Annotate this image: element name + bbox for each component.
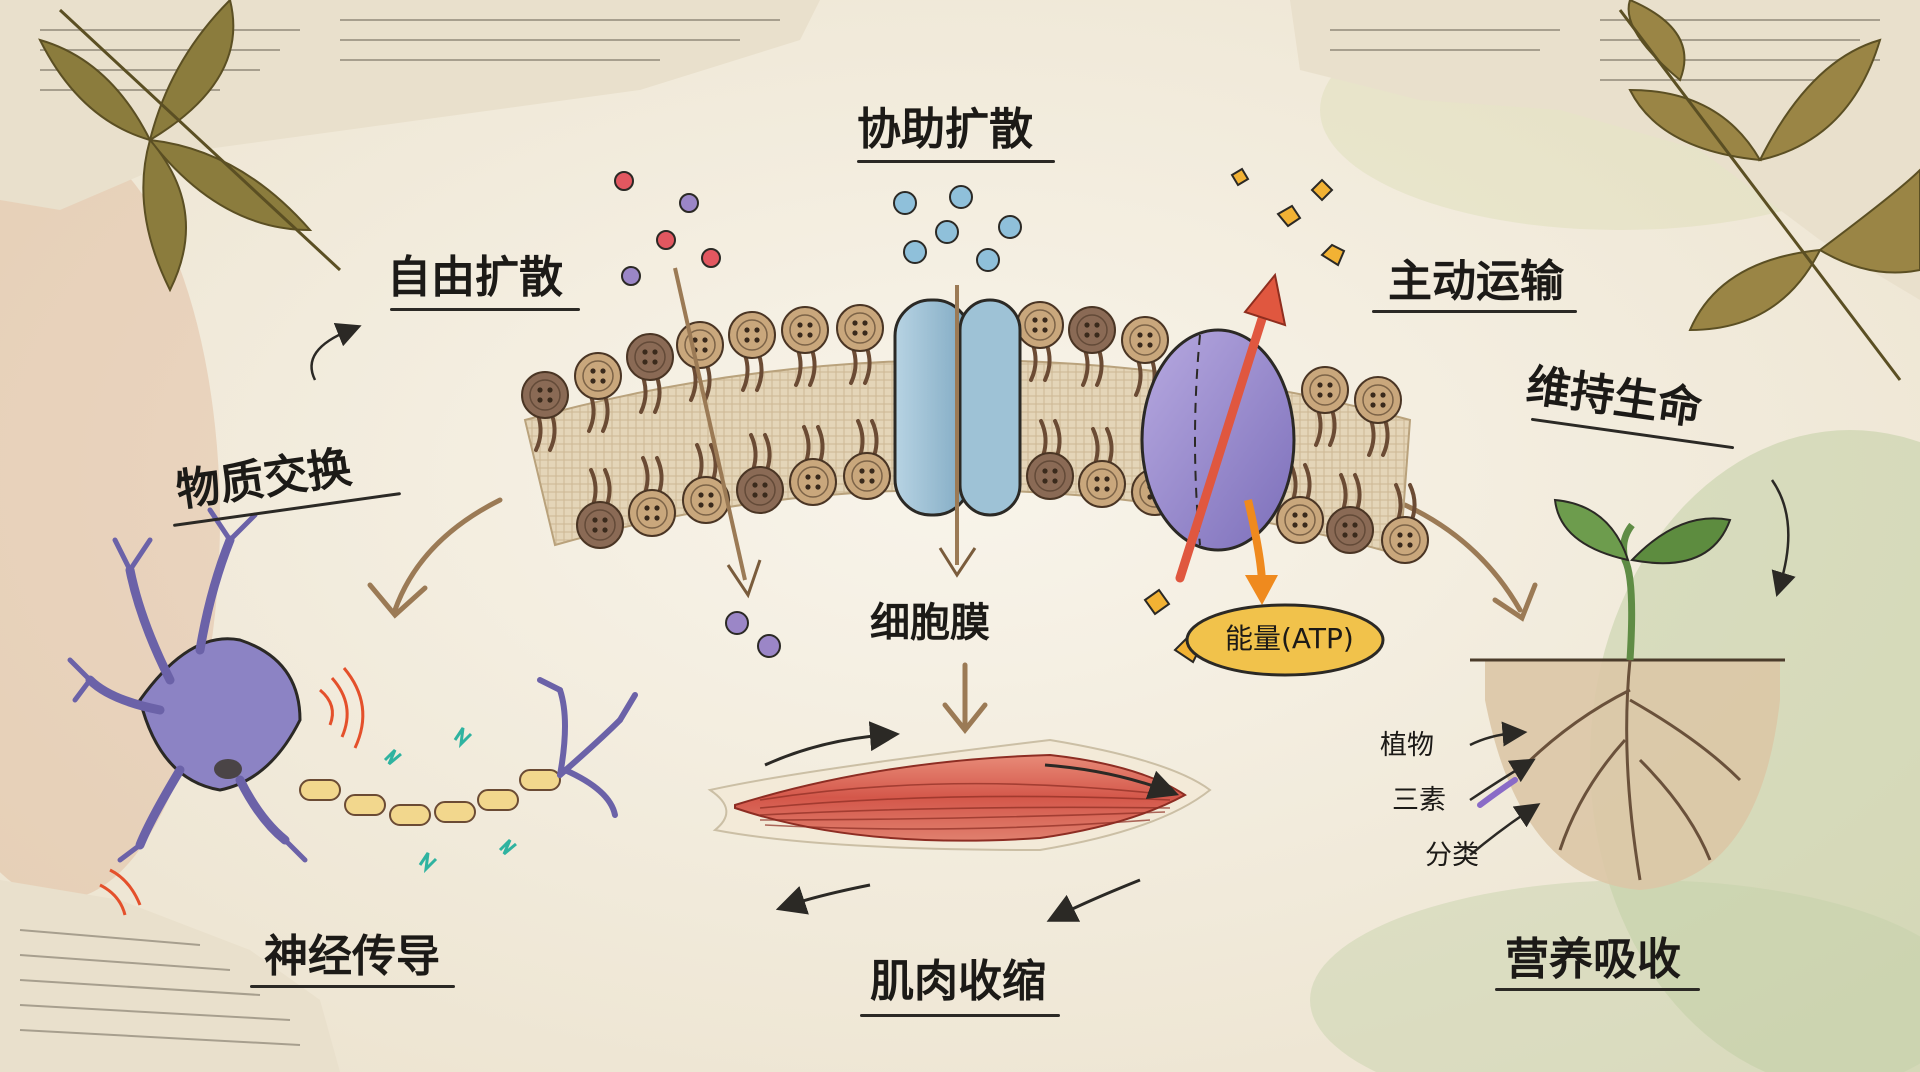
underline-nutrient-absorption (1495, 988, 1700, 991)
label-active-transport: 主动运输 (1388, 256, 1564, 307)
lipid-tail (1053, 419, 1062, 458)
button-icon (1301, 366, 1349, 414)
button-icon (574, 352, 622, 400)
label-energy-atp: 能量(ATP) (1225, 622, 1354, 655)
label-nutrient-absorption: 营养吸收 (1505, 934, 1681, 985)
button-icon (628, 489, 676, 537)
plant (1470, 498, 1785, 890)
lipid-tail (808, 348, 817, 387)
underline-nerve-conduction (250, 985, 455, 988)
lipid-tail (755, 353, 764, 392)
button-icon (626, 333, 674, 381)
lipid-tail (703, 363, 712, 402)
label-free-diffusion: 自由扩散 (387, 252, 563, 303)
lipid-tail (601, 394, 610, 433)
label-muscle-contraction: 肌肉收缩 (870, 956, 1046, 1007)
lipid-tail (1353, 473, 1362, 512)
label-cell-membrane: 细胞膜 (870, 600, 990, 646)
button-icon (789, 458, 837, 506)
label-classification: 分类 (1425, 840, 1479, 871)
lipid-tail (1303, 463, 1312, 502)
button-icon (781, 306, 829, 354)
lipid-tail (1408, 483, 1417, 522)
label-plant: 植物 (1380, 730, 1434, 761)
facilitated-diffusion-arrow (938, 285, 977, 578)
button-icon (843, 452, 891, 500)
underline-muscle-contraction (860, 1014, 1060, 1017)
spark-icon (383, 727, 517, 874)
underline-facilitated-diffusion (857, 160, 1055, 163)
purple-stroke (1477, 777, 1518, 808)
leaf-icon (1618, 0, 1920, 381)
lipid-tail (863, 346, 872, 385)
spark-icon (1143, 167, 1346, 664)
active-transport-arrow (1175, 272, 1287, 605)
button-icon (576, 501, 624, 549)
lipid-tail (1328, 408, 1337, 447)
neuron (67, 507, 638, 863)
channel-protein (893, 298, 1022, 517)
wave-icon (99, 667, 365, 916)
button-icon (1026, 452, 1074, 500)
lipid-tail (709, 443, 718, 482)
lipid-tail (1095, 348, 1104, 387)
button-icon (521, 371, 569, 419)
free-diffusion-arrow (673, 267, 762, 599)
button-icon (1276, 496, 1324, 544)
button-icon (682, 476, 730, 524)
button-icon (1078, 460, 1126, 508)
underline-free-diffusion (390, 308, 580, 311)
lipid-tail (548, 413, 557, 452)
arrow-icon (310, 323, 1796, 856)
label-nerve-conduction: 神经传导 (264, 931, 440, 982)
muscle-tissue (707, 738, 1212, 852)
arrow-icon (764, 721, 1180, 922)
lipid-tail (763, 433, 772, 472)
button-icon (1326, 506, 1374, 554)
label-three-elements: 三素 (1392, 785, 1446, 816)
button-icon (676, 321, 724, 369)
button-icon (728, 311, 776, 359)
button-icon (1354, 376, 1402, 424)
twine-arrow (367, 497, 1538, 735)
pump-protein (1140, 328, 1296, 552)
lipid-tail (1105, 427, 1114, 466)
lipid-heads (521, 301, 1429, 564)
atp-pill (1185, 603, 1385, 677)
button-icon (1121, 316, 1169, 364)
lipid-tail (653, 375, 662, 414)
lipid-tail (655, 456, 664, 495)
lipid-tail (603, 468, 612, 507)
lipid-tail (1043, 343, 1052, 382)
lipid-tail (816, 425, 825, 464)
lipid-tail (870, 419, 879, 458)
leaf-icon (38, 0, 342, 293)
button-icon (836, 304, 884, 352)
button-icon (1068, 306, 1116, 354)
label-facilitated-diffusion: 协助扩散 (857, 104, 1033, 155)
lipid-tail (1381, 418, 1390, 457)
newspaper-scrap-bottom-left (0, 880, 340, 1072)
button-icon (1381, 516, 1429, 564)
button-icon (1016, 301, 1064, 349)
button-icon (736, 466, 784, 514)
molecule-icon (614, 171, 1022, 658)
wash-bottom-right (1310, 880, 1920, 1072)
underline-active-transport (1372, 310, 1577, 313)
